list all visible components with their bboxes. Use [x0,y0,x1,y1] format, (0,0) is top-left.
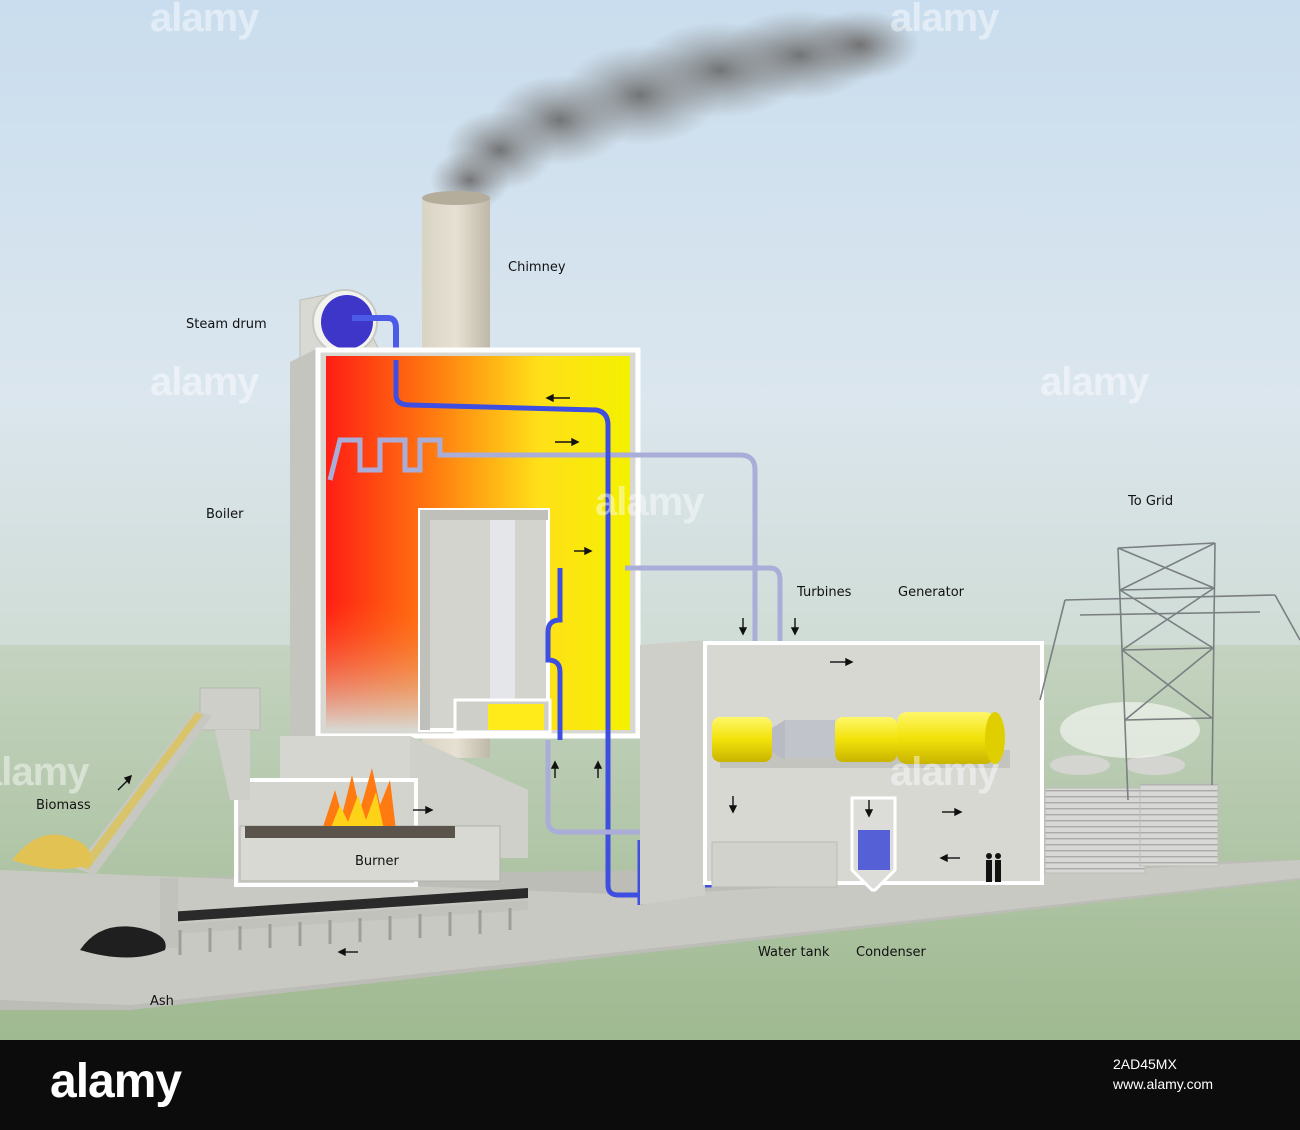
turbine-hall [640,640,1044,905]
label-biomass: Biomass [36,798,91,813]
cooling-units [1044,702,1219,874]
base-slab-top [0,860,1300,1005]
footer-logo: alamy [50,1055,182,1108]
watermark: alamy [890,750,999,794]
ash-conveyor [80,878,528,958]
transmission-tower [1039,542,1300,801]
label-condenser: Condenser [856,945,926,960]
flow-arrows [117,393,963,957]
footer-bar: alamy 2AD45MX www.alamy.com [0,1040,1300,1130]
label-generator: Generator [898,585,965,600]
label-burner: Burner [355,854,399,869]
watermark: alamy [150,360,259,404]
workers [986,853,1001,882]
label-steam-drum: Steam drum [186,317,267,332]
fire [245,768,455,838]
turbine-rotors [712,712,1005,764]
watermark: alamy [890,0,999,40]
boiler [234,347,641,887]
biomass-feeder [12,687,261,875]
watermark: alamy [150,0,259,40]
label-turbines: Turbines [797,585,852,600]
label-ash: Ash [150,994,174,1009]
site-url: www.alamy.com [1113,1076,1214,1092]
label-chimney: Chimney [508,260,566,275]
watermark: alamy [595,480,704,524]
diagram-stage: alamy alamy alamy alamy alamy alamy alam… [0,0,1300,1040]
label-water-tank: Water tank [758,945,830,960]
chimney-smoke [430,10,920,210]
power-plant-illustration [0,0,1300,1040]
watermark: alamy [1040,360,1149,404]
label-boiler: Boiler [206,507,244,522]
image-id: 2AD45MX [1113,1056,1177,1072]
watermark: alamy [0,750,89,794]
label-to-grid: To Grid [1128,494,1174,509]
